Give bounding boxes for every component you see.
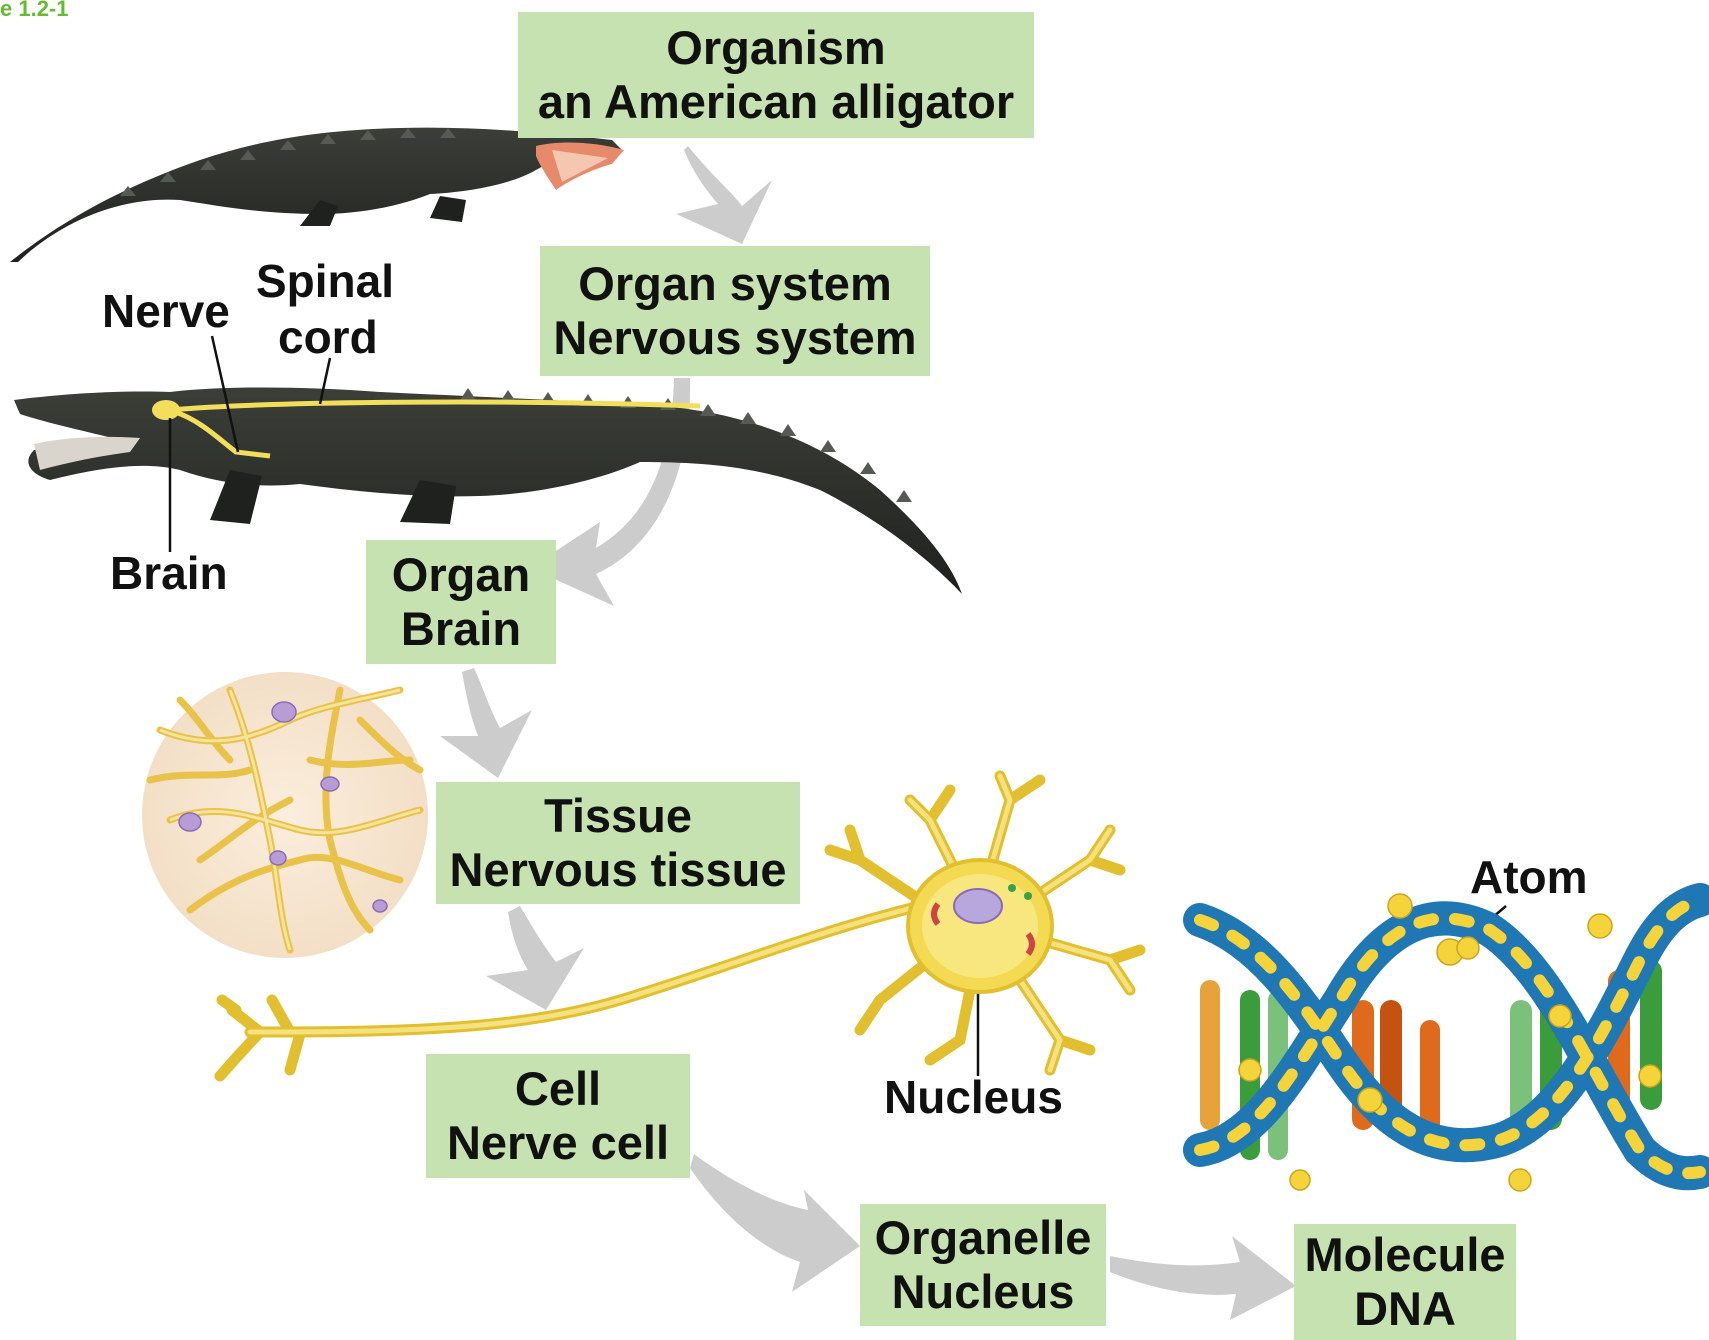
level-box-organism: Organism an American alligator	[518, 12, 1034, 138]
figure-label: e 1.2-1	[0, 0, 69, 22]
nervous-tissue-image	[142, 672, 428, 958]
level-example: an American alligator	[538, 75, 1014, 129]
level-title: Organ system	[578, 257, 891, 311]
level-box-tissue: Tissue Nervous tissue	[436, 782, 800, 904]
level-example: Nervous system	[553, 311, 916, 365]
level-title: Cell	[515, 1062, 601, 1116]
arrow-tissue-to-cell	[486, 906, 584, 1010]
arrow-organelle-to-molecule	[1110, 1236, 1296, 1320]
alligator-organism-image	[10, 128, 624, 262]
brain-overlay	[152, 400, 180, 420]
nucleus-overlay	[954, 889, 1002, 923]
level-box-organ: Organ Brain	[366, 540, 556, 664]
level-box-molecule: Molecule DNA	[1294, 1224, 1516, 1340]
brain-label: Brain	[110, 546, 228, 600]
arrow-organ-to-tissue	[440, 668, 532, 778]
level-title: Organelle	[875, 1211, 1092, 1265]
atom-label: Atom	[1470, 850, 1588, 904]
level-box-cell: Cell Nerve cell	[426, 1054, 690, 1178]
level-title: Tissue	[544, 789, 692, 843]
level-example: Nerve cell	[447, 1116, 669, 1170]
spinal-cord-label-line1: Spinal	[256, 254, 394, 308]
level-title: Organ	[392, 548, 530, 602]
level-example: Nucleus	[892, 1265, 1075, 1319]
level-title: Molecule	[1304, 1228, 1505, 1282]
level-title: Organism	[666, 21, 885, 75]
dna-molecule-image	[1200, 894, 1700, 1191]
level-example: Nervous tissue	[450, 843, 787, 897]
level-box-organelle: Organelle Nucleus	[860, 1204, 1106, 1326]
level-example: Brain	[401, 602, 521, 656]
nerve-label: Nerve	[102, 284, 230, 338]
arrow-cell-to-organelle	[690, 1154, 860, 1292]
nucleus-label: Nucleus	[884, 1070, 1063, 1124]
spinal-cord-label-line2: cord	[278, 310, 378, 364]
level-example: DNA	[1354, 1282, 1456, 1336]
arrow-organism-to-organ-system	[676, 146, 772, 244]
level-box-organ-system: Organ system Nervous system	[540, 246, 930, 376]
